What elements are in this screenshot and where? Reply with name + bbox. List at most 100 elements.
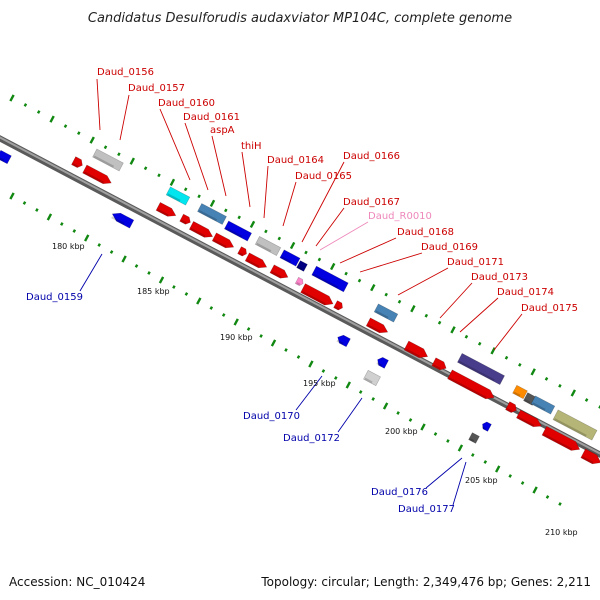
gene-label[interactable]: Daud_0164 [267,155,324,166]
gc-dot [518,363,522,367]
callout-line [439,282,473,319]
gene-label[interactable]: Daud_0172 [283,433,340,444]
gc-dot [158,276,165,284]
gene-feature[interactable] [0,149,12,165]
gc-dot [545,495,550,499]
gene-feature[interactable] [512,384,528,400]
gc-dot [471,453,475,457]
gene-feature[interactable] [165,186,191,206]
gene-label[interactable]: Daud_0176 [371,487,428,498]
gc-dot [246,327,251,331]
gc-dot [97,243,101,247]
gc-dot [264,229,268,234]
callout-line [339,237,397,264]
gene-label[interactable]: Daud_0161 [183,112,240,123]
gene-label[interactable]: Daud_0156 [97,67,154,78]
gene-feature[interactable] [179,213,193,226]
gc-dot [345,381,351,389]
gene-feature[interactable] [223,220,253,242]
gene-label[interactable]: Daud_R0010 [368,211,432,222]
gene-feature[interactable] [373,303,399,323]
gene-feature[interactable] [311,265,349,293]
callout-line [159,108,191,181]
gene-feature[interactable] [505,401,518,415]
gc-dot [284,348,288,352]
gene-feature[interactable] [82,164,114,187]
gene-feature[interactable] [244,252,269,271]
gene-label[interactable]: Daud_0159 [26,292,83,303]
gene-feature[interactable] [269,264,290,281]
gene-feature[interactable] [431,357,449,372]
gene-feature[interactable] [296,260,308,272]
gc-dot [84,234,90,242]
gc-dot [35,208,39,212]
gene-label[interactable]: Daud_0173 [471,272,528,283]
gene-feature[interactable] [365,317,390,336]
gene-label[interactable]: Daud_0157 [128,83,185,94]
gene-label[interactable]: aspA [210,125,235,136]
gene-label[interactable]: Daud_0170 [243,411,300,422]
gene-feature[interactable] [541,425,582,454]
gene-feature[interactable] [71,156,84,170]
gene-feature[interactable] [530,395,556,415]
gc-dot [89,136,95,144]
gc-dot [147,271,151,275]
gene-feature[interactable] [580,448,600,467]
gene-feature[interactable] [336,333,351,348]
gc-dot [357,278,362,283]
label-callouts [79,78,523,506]
gene-label[interactable]: Daud_0175 [521,303,578,314]
gene-feature[interactable] [552,409,598,441]
gene-feature[interactable] [279,249,301,267]
gene-label[interactable]: thiH [241,141,262,152]
gene-feature[interactable] [481,421,492,432]
gene-feature[interactable] [211,232,236,251]
gene-feature[interactable] [188,221,214,240]
map-title: Candidatus Desulforudis audaxviator MP10… [88,11,512,26]
gc-dot [209,199,216,207]
callout-line [119,94,130,141]
accession-text: Accession: NC_010424 [9,575,145,589]
tick-label: 180 kbp [52,242,85,251]
gc-dot [60,222,64,226]
gene-feature[interactable] [155,201,178,219]
gc-dot [183,187,188,192]
gene-feature[interactable] [300,283,336,309]
gene-feature[interactable] [197,203,227,225]
callout-line [337,397,363,433]
gene-label[interactable]: Daud_0166 [343,151,400,162]
gene-label[interactable]: Daud_0167 [343,197,400,208]
gene-label[interactable]: Daud_0171 [447,257,504,268]
gc-dot [464,334,469,339]
gene-feature[interactable] [447,369,497,402]
gene-feature[interactable] [515,409,543,430]
gene-label[interactable]: Daud_0177 [398,504,455,515]
gene-label[interactable]: Daud_0160 [158,98,215,109]
gc-dot [495,465,501,473]
gene-feature[interactable] [457,352,505,386]
gc-dot [121,255,127,263]
gene-feature[interactable] [363,369,381,387]
gc-dot [237,215,241,220]
gc-dot [520,481,525,485]
gene-feature[interactable] [375,356,389,369]
gene-labels: Daud_0156 Daud_0157 Daud_0160 Daud_0161 … [26,67,578,515]
gene-feature[interactable] [237,246,249,258]
tick-label: 210 kbp [545,528,578,537]
gc-dot [9,94,15,102]
gene-feature[interactable] [333,300,345,312]
callout-line [315,207,345,247]
gene-label[interactable]: Daud_0168 [397,227,454,238]
gene-feature[interactable] [110,210,135,229]
gene-label[interactable]: Daud_0165 [295,171,352,182]
gene-feature[interactable] [403,340,430,361]
gene-feature[interactable] [92,148,124,172]
gene-feature[interactable] [468,432,480,444]
callout-line [184,122,209,191]
gene-feature[interactable] [294,276,304,286]
gene-feature[interactable] [254,236,282,256]
gc-dot [544,377,549,381]
gene-label[interactable]: Daud_0174 [497,287,554,298]
gene-label[interactable]: Daud_0169 [421,242,478,253]
